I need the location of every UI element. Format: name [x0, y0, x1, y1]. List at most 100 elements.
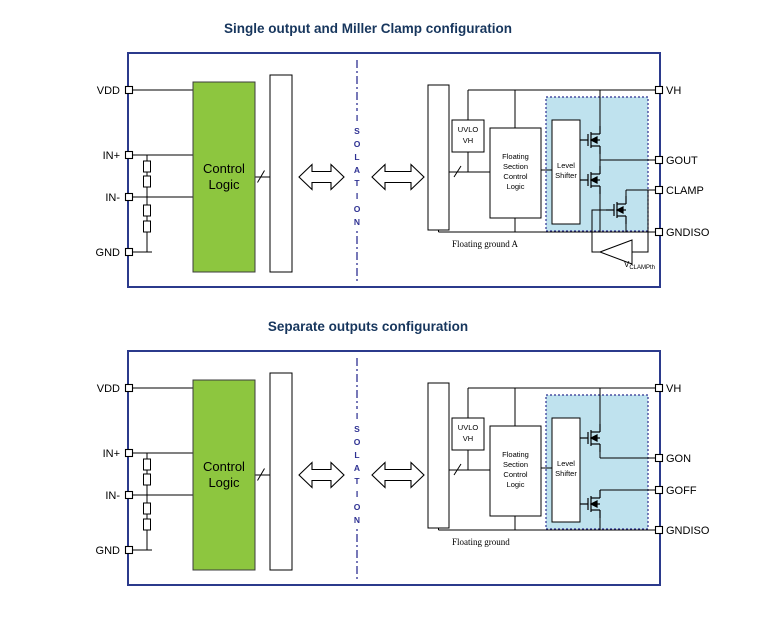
floating-section-label: Control: [503, 172, 528, 181]
floating-section-label: Section: [503, 460, 528, 469]
floating-section-label: Logic: [507, 480, 525, 489]
pin-square: [124, 545, 134, 555]
pin-in-plus: IN+: [103, 448, 134, 460]
uvlo-block: [451, 119, 485, 153]
input-resistor: [143, 473, 151, 486]
uvlo-label: VH: [463, 136, 473, 145]
input-resistor: [143, 518, 151, 531]
bidirectional-arrow-right: [371, 461, 425, 489]
pin-square: [654, 485, 664, 495]
interface-block-right: [427, 84, 450, 231]
uvlo-label: UVLO: [458, 423, 479, 432]
pin-square: [654, 85, 664, 95]
pin-square: [124, 247, 134, 257]
pin-square: [124, 490, 134, 500]
control-logic-block: [192, 379, 256, 571]
pin-square: [654, 155, 664, 165]
level-shifter-block: [551, 119, 581, 225]
pin-label: IN-: [105, 490, 120, 502]
pin-in-minus: IN-: [105, 192, 134, 204]
diagram-frame: [127, 350, 661, 586]
pin-gnd: GND: [96, 545, 134, 557]
pin-label: IN+: [103, 448, 120, 460]
floating-ground-label: Floating ground A: [452, 239, 519, 249]
pin-square: [654, 383, 664, 393]
floating-section-label: Floating: [502, 450, 529, 459]
control-logic-label: Control: [203, 459, 245, 474]
pin-square: [124, 192, 134, 202]
control-logic-label: Control: [203, 161, 245, 176]
level-shifter-block: [551, 417, 581, 523]
input-resistor: [143, 220, 151, 233]
pin-gon: GON: [654, 453, 691, 465]
interface-block-left: [269, 372, 293, 571]
pin-square: [654, 227, 664, 237]
diagram-separate-outputs: Separate outputs configuration Control L…: [96, 319, 710, 586]
pin-label: GND: [96, 247, 121, 259]
circuit-wires: [132, 387, 656, 551]
pin-label: GNDISO: [666, 227, 710, 239]
uvlo-block: [451, 417, 485, 451]
pin-gnd: GND: [96, 247, 134, 259]
pin-vh: VH: [654, 85, 681, 97]
pin-label: VH: [666, 85, 681, 97]
pin-goff: GOFF: [654, 485, 697, 497]
diagram-title: Single output and Miller Clamp configura…: [224, 21, 512, 36]
level-shifter-label: Shifter: [555, 171, 577, 180]
pin-vdd: VDD: [97, 85, 134, 97]
pin-label: IN-: [105, 192, 120, 204]
input-resistor: [143, 502, 151, 515]
floating-section-block: [489, 127, 542, 219]
floating-section-label: Floating: [502, 152, 529, 161]
pin-label: VDD: [97, 383, 120, 395]
bidirectional-arrow-left: [298, 163, 345, 191]
pin-square: [654, 453, 664, 463]
pin-label: VH: [666, 383, 681, 395]
input-resistor: [143, 175, 151, 188]
control-logic-block: [192, 81, 256, 273]
control-logic-label: Logic: [208, 475, 240, 490]
pin-label: GNDISO: [666, 525, 710, 537]
isolation-text-mask: [351, 111, 363, 229]
pin-label: GND: [96, 545, 121, 557]
floating-section-label: Logic: [507, 182, 525, 191]
pin-square: [124, 448, 134, 458]
pin-gndiso: GNDISO: [654, 227, 710, 239]
pin-label: GOUT: [666, 155, 698, 167]
pin-vdd: VDD: [97, 383, 134, 395]
pin-label: IN+: [103, 150, 120, 162]
pin-square: [124, 150, 134, 160]
bidirectional-arrow-right: [371, 163, 425, 191]
level-shifter-label: Level: [557, 161, 575, 170]
pin-label: GON: [666, 453, 691, 465]
clamp-comparator: [598, 239, 633, 265]
floating-section-block: [489, 425, 542, 517]
floating-ground-label: Floating ground: [452, 537, 510, 547]
pin-in-minus: IN-: [105, 490, 134, 502]
pin-square: [124, 85, 134, 95]
pin-gndiso: GNDISO: [654, 525, 710, 537]
pin-square: [654, 525, 664, 535]
pin-gout: GOUT: [654, 155, 698, 167]
circuit-wires: [132, 89, 656, 253]
diagram-title: Separate outputs configuration: [268, 319, 468, 334]
pin-label: CLAMP: [666, 185, 704, 197]
bidirectional-arrow-left: [298, 461, 345, 489]
pin-in-plus: IN+: [103, 150, 134, 162]
input-resistor: [143, 160, 151, 173]
pin-label: VDD: [97, 85, 120, 97]
isolation-text-mask: [351, 409, 363, 527]
interface-block-right: [427, 382, 450, 529]
uvlo-label: VH: [463, 434, 473, 443]
uvlo-label: UVLO: [458, 125, 479, 134]
interface-block-left: [269, 74, 293, 273]
control-logic-label: Logic: [208, 177, 240, 192]
level-shifter-label: Level: [557, 459, 575, 468]
diagram-single-output: Single output and Miller Clamp configura…: [96, 21, 710, 288]
clamp-threshold-label: VCLAMPth: [624, 260, 655, 271]
input-resistor: [143, 458, 151, 471]
